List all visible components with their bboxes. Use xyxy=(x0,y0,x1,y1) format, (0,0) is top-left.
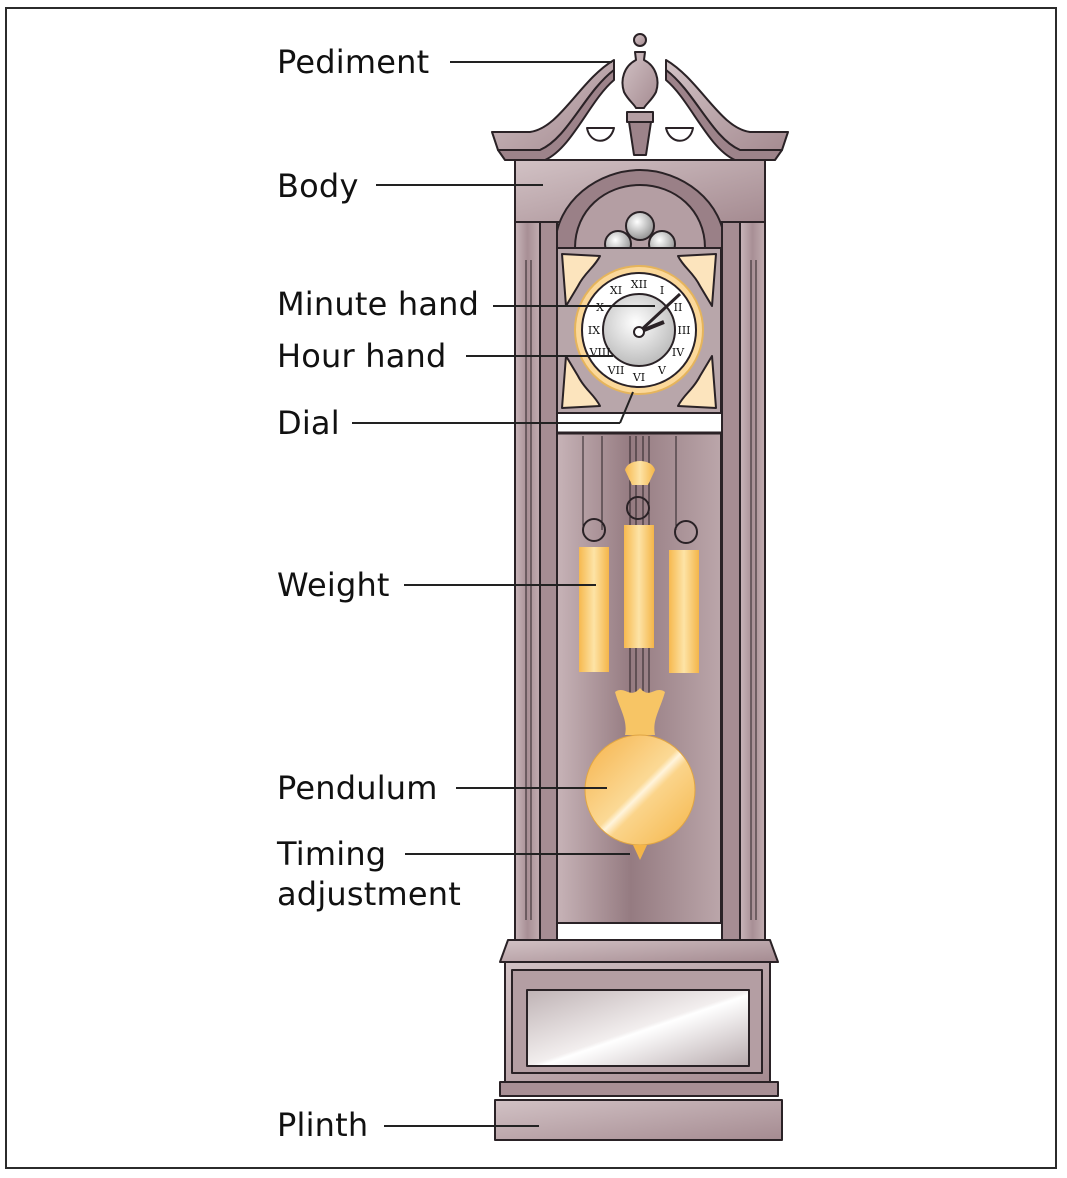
body xyxy=(514,127,766,258)
label-dial: Dial xyxy=(277,404,340,442)
pendulum xyxy=(584,688,696,860)
label-minute-hand: Minute hand xyxy=(277,285,480,323)
svg-text:IX: IX xyxy=(588,324,600,337)
svg-text:VII: VII xyxy=(607,364,625,377)
svg-text:I: I xyxy=(660,284,664,297)
svg-text:VI: VI xyxy=(632,371,645,384)
svg-text:VIII: VIII xyxy=(589,346,611,359)
pediment xyxy=(491,33,789,161)
label-hour-hand: Hour hand xyxy=(277,337,447,375)
svg-text:IV: IV xyxy=(672,346,685,359)
label-weight: Weight xyxy=(277,566,390,604)
svg-text:V: V xyxy=(657,364,667,377)
label-timing: Timing xyxy=(277,835,387,873)
plinth xyxy=(494,1099,783,1141)
svg-text:XII: XII xyxy=(631,278,648,291)
label-adjustment: adjustment xyxy=(277,875,461,913)
label-pediment: Pediment xyxy=(277,43,430,81)
svg-text:XI: XI xyxy=(610,284,622,297)
svg-text:X: X xyxy=(596,301,604,314)
svg-text:II: II xyxy=(674,301,683,314)
label-plinth: Plinth xyxy=(277,1106,369,1144)
svg-text:III: III xyxy=(677,324,690,337)
label-pendulum: Pendulum xyxy=(277,769,438,807)
label-body: Body xyxy=(277,167,359,205)
minute-hand xyxy=(637,292,682,334)
weight xyxy=(579,461,699,673)
